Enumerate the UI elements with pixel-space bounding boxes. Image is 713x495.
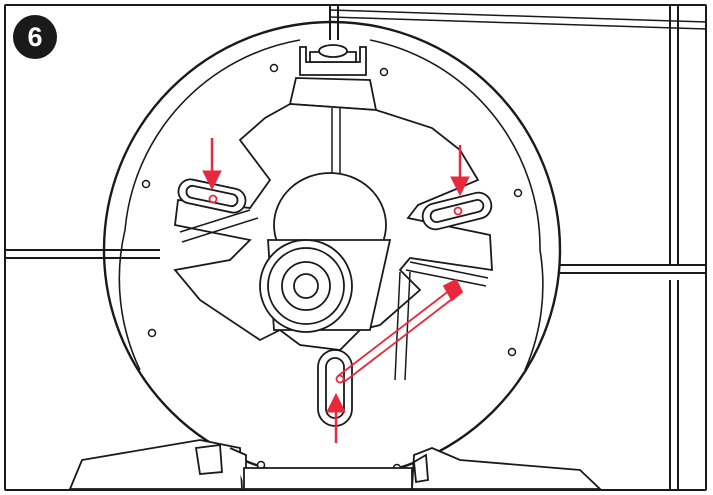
wall-tile-grid — [6, 6, 708, 489]
diagram-frame — [4, 4, 707, 491]
arrow-down-icon — [202, 138, 222, 191]
spoke-edges — [179, 108, 489, 381]
top-clip — [288, 44, 378, 111]
screw-point-left — [208, 194, 218, 204]
bottom-brackets — [68, 439, 603, 490]
arrow-down-icon — [450, 145, 470, 197]
screw-point-right — [453, 206, 463, 216]
step-number-badge: 6 — [13, 15, 57, 59]
screwdriver-icon — [335, 278, 464, 384]
arrow-up-icon — [326, 392, 346, 443]
central-boss — [259, 172, 392, 333]
